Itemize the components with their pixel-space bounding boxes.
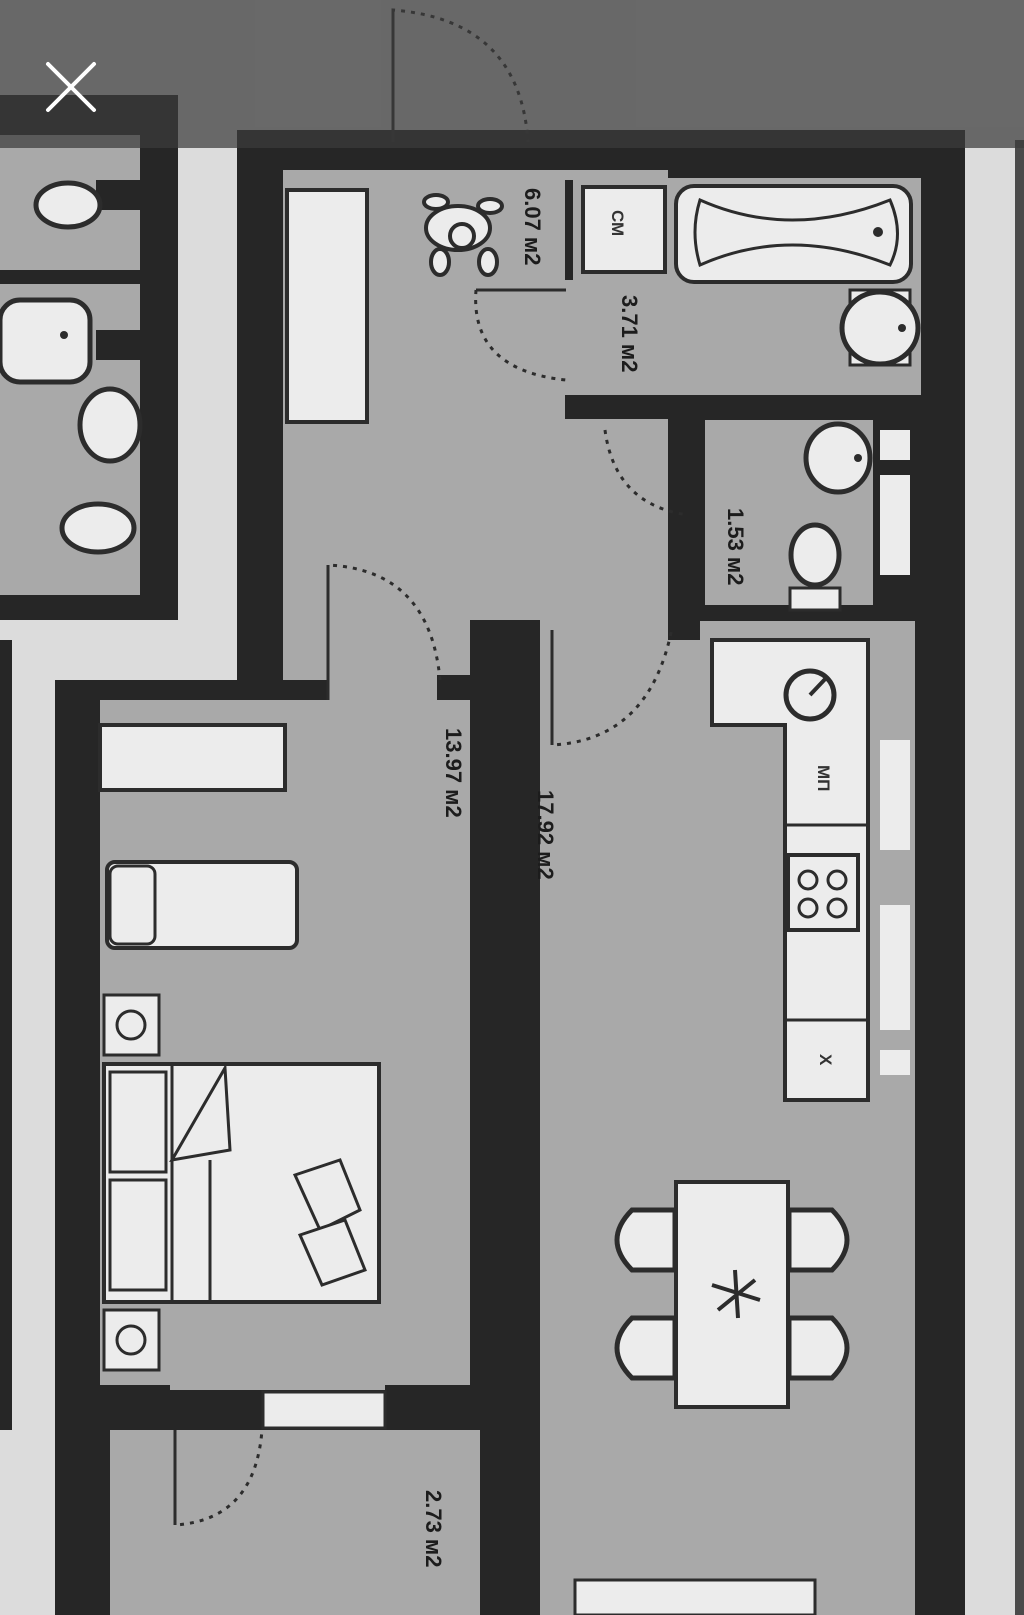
- bedroom-furniture: [98, 723, 381, 1372]
- bathroom-fixtures: [581, 184, 921, 367]
- area-label-kitchen-living: 17.92 м2: [533, 790, 558, 880]
- area-label-bathroom: 3.71 м2: [617, 295, 642, 372]
- viewer-toolbar: [0, 0, 1024, 148]
- dishwasher-label: МП: [814, 765, 833, 791]
- windows: [261, 430, 910, 1615]
- close-icon[interactable]: [36, 52, 106, 122]
- washing-machine-label: СМ: [608, 210, 627, 236]
- wardrobe: [285, 188, 369, 424]
- area-label-bedroom: 13.97 м2: [441, 728, 466, 818]
- area-label-balcony: 2.73 м2: [421, 1490, 446, 1567]
- kitchen-counter: [710, 638, 870, 1102]
- area-label-hall: 6.07 м2: [520, 188, 545, 265]
- dining-set: [614, 1180, 850, 1409]
- neighbor-apartment: [0, 95, 178, 1430]
- area-label-toilet: 1.53 м2: [723, 508, 748, 585]
- fridge-label: Х: [816, 1054, 835, 1066]
- dog-figure: [422, 193, 504, 277]
- toilet-fixtures: [788, 421, 873, 612]
